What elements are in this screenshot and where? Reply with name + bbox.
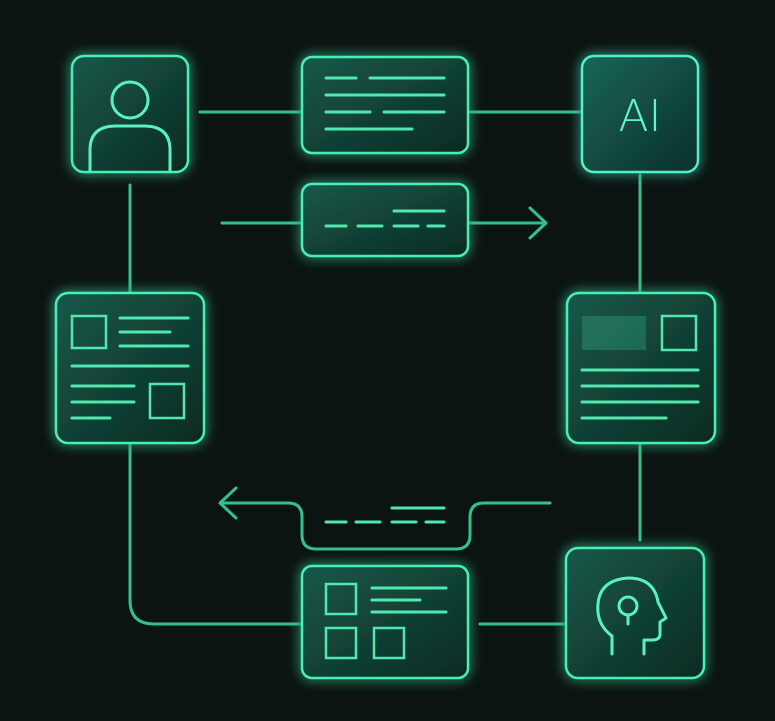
arrow-left-icon <box>218 486 238 520</box>
message-node[interactable] <box>300 55 470 155</box>
ai-icon: AI <box>618 91 661 142</box>
connector-left-doc-to-bottom-card <box>128 443 304 626</box>
document-image-icon <box>580 314 700 420</box>
packet-node[interactable] <box>300 182 470 258</box>
user-avatar-icon <box>88 80 172 172</box>
user-node[interactable] <box>70 54 190 174</box>
arrow-right-icon <box>528 206 548 240</box>
connectors <box>128 110 642 626</box>
head-node[interactable] <box>564 546 706 680</box>
grid-card-node[interactable] <box>300 564 470 680</box>
ai-node[interactable]: AI <box>580 54 700 174</box>
message-text-lines-icon <box>324 76 446 131</box>
right-document-node[interactable] <box>565 291 717 445</box>
document-layout-icon <box>70 314 190 420</box>
head-brain-icon <box>596 576 668 656</box>
return-path-connector <box>220 501 552 551</box>
packet-dashes-icon <box>324 209 446 228</box>
return-packet-dashes-icon <box>324 506 446 524</box>
grid-layout-icon <box>324 582 448 660</box>
left-document-node[interactable] <box>54 291 206 445</box>
